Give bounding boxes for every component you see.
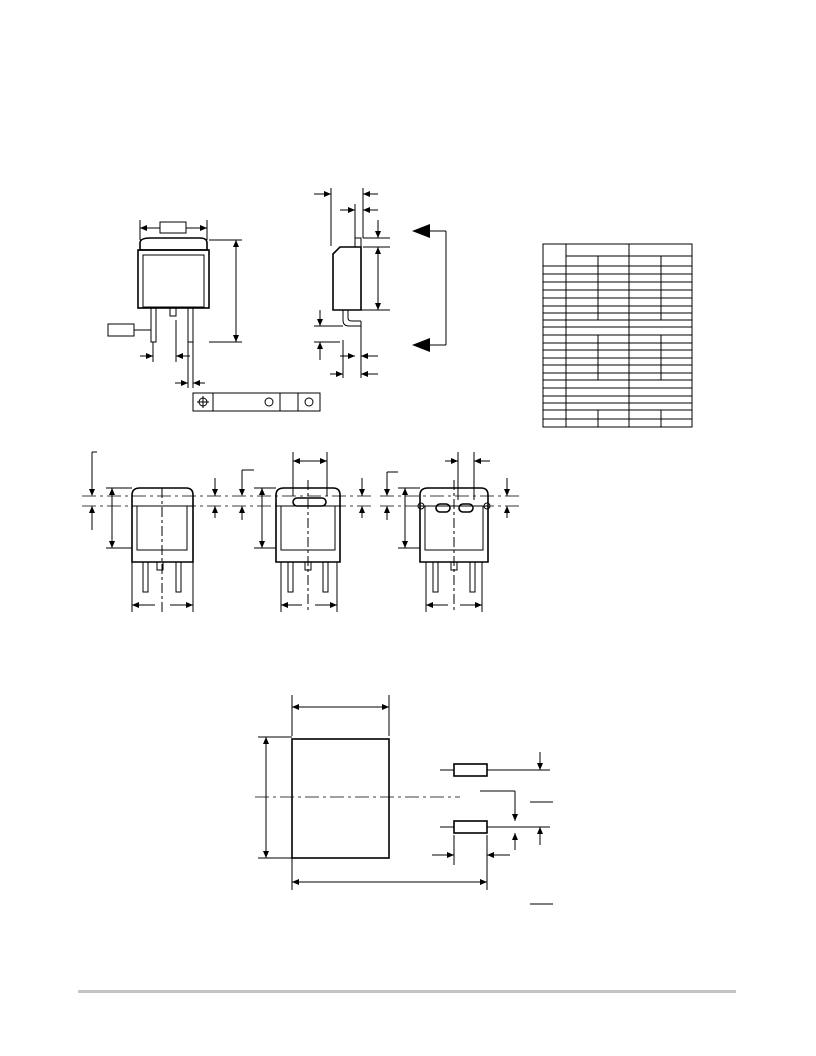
variant-view-c	[380, 452, 520, 612]
datum-box	[107, 323, 135, 337]
dimension-table	[542, 243, 693, 428]
side-view	[314, 188, 447, 378]
top-view	[107, 220, 321, 412]
variant-view-a	[82, 451, 228, 612]
footer-rule	[78, 990, 736, 993]
datum-box	[159, 221, 187, 234]
footprint-view	[255, 695, 553, 905]
variant-view-b	[232, 452, 372, 612]
